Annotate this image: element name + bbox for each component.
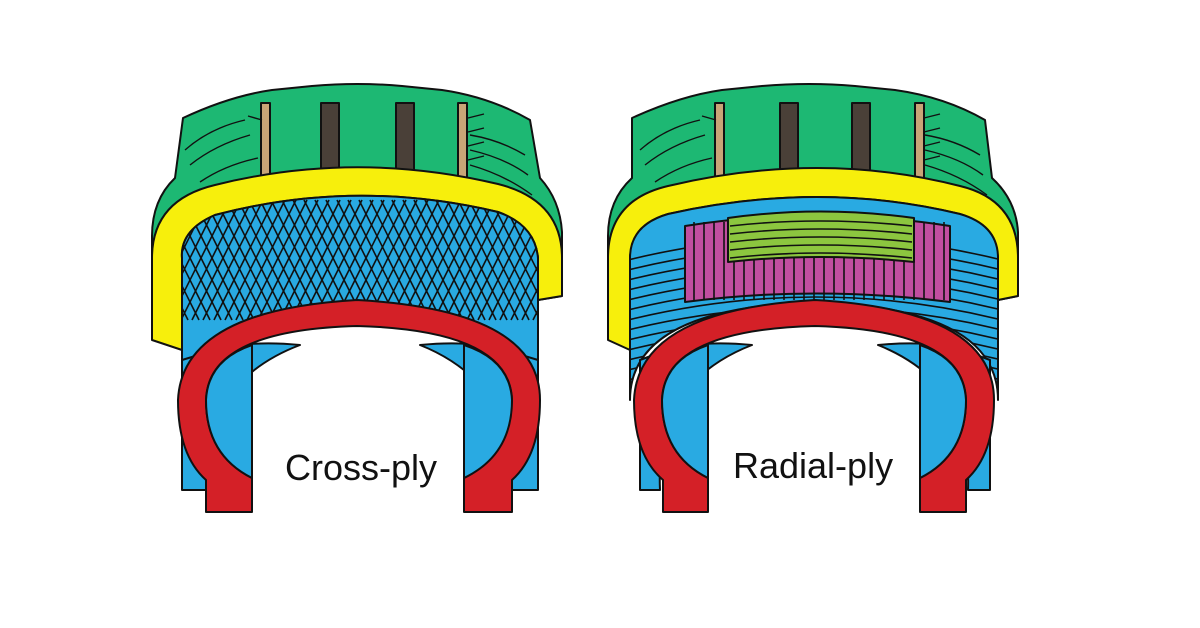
bias-cord <box>62 200 122 320</box>
bias-cord <box>281 199 343 321</box>
tread-groove <box>320 102 340 176</box>
bias-cord <box>336 199 398 321</box>
belt-cord <box>729 236 913 243</box>
radial-cord <box>630 296 998 323</box>
bias-cord <box>378 199 440 321</box>
bias-cord <box>435 199 497 321</box>
bias-cord <box>323 199 385 321</box>
bias-cord <box>29 200 89 320</box>
bias-cord <box>257 199 319 321</box>
bias-cord <box>181 199 211 321</box>
bias-cord <box>51 200 111 320</box>
bias-cord <box>71 200 131 320</box>
bias-cord <box>325 199 387 321</box>
bias-cord <box>555 200 615 320</box>
bias-cord <box>433 199 495 321</box>
tread-groove <box>395 102 415 176</box>
bias-cord <box>389 199 451 321</box>
bias-cord <box>93 200 153 320</box>
bias-cord <box>301 199 363 321</box>
bias-cord <box>358 199 420 321</box>
bias-cord <box>181 199 231 321</box>
tread-sipe <box>914 102 925 184</box>
bias-cord <box>215 199 277 321</box>
bias-cord <box>369 199 431 321</box>
bias-cord <box>0 200 45 320</box>
bias-cord <box>411 199 473 321</box>
bias-cord <box>490 199 538 321</box>
bias-cord <box>413 199 475 321</box>
bias-cord <box>224 199 286 321</box>
bias-cord <box>521 199 538 321</box>
bias-cord <box>0 200 12 320</box>
bias-cord <box>7 200 67 320</box>
belt-lines <box>729 220 913 259</box>
bias-cord <box>270 199 332 321</box>
bias-cord <box>73 200 133 320</box>
bias-cord <box>202 199 264 321</box>
bias-cord <box>268 199 330 321</box>
tread-groove <box>779 102 799 176</box>
bias-cord <box>457 199 519 321</box>
bias-cord <box>488 199 538 321</box>
bias-cord <box>181 199 200 321</box>
bias-cord <box>479 199 538 321</box>
belt-cord <box>729 244 913 251</box>
bias-cord <box>367 199 429 321</box>
bias-cord <box>18 200 78 320</box>
bias-cord <box>468 199 530 321</box>
bias-cord <box>82 200 142 320</box>
bias-cord <box>0 200 1 320</box>
bias-cord <box>347 199 409 321</box>
bias-cord <box>446 199 508 321</box>
belt-cord <box>729 252 913 259</box>
bias-cord <box>191 199 253 321</box>
bias-cord <box>510 199 538 321</box>
bias-cord <box>237 199 299 321</box>
bias-cord <box>0 200 34 320</box>
bias-cord <box>499 199 538 321</box>
belt-cord <box>729 228 913 235</box>
bias-cord <box>248 199 310 321</box>
bias-cord <box>226 199 288 321</box>
bias-cord <box>40 200 100 320</box>
tire-label: Radial-ply <box>733 445 893 486</box>
tire-label: Cross-ply <box>285 447 437 488</box>
bias-cord <box>95 200 155 320</box>
bias-cord <box>181 199 222 321</box>
bias-cord <box>501 199 538 321</box>
cross-ply-tire: Cross-ply <box>0 83 615 513</box>
bias-cord <box>246 199 308 321</box>
bias-cord <box>181 199 220 321</box>
tread-groove <box>851 102 871 176</box>
bias-cord <box>422 199 484 321</box>
bias-cord <box>424 199 486 321</box>
bias-cord <box>213 199 275 321</box>
bias-cord <box>444 199 506 321</box>
bias-cord <box>0 200 56 320</box>
bias-cord <box>402 199 464 321</box>
tread-sipe <box>714 102 725 182</box>
bias-cord <box>0 200 23 320</box>
bias-cord <box>400 199 462 321</box>
bias-cord <box>380 199 442 321</box>
bias-cord <box>181 199 242 321</box>
tread-sipe <box>260 102 271 182</box>
bias-cord <box>259 199 321 321</box>
radial-ply-tire: Radial-ply <box>607 83 1019 513</box>
bias-cord <box>84 200 144 320</box>
bias-cord <box>235 199 297 321</box>
belt-cord <box>729 220 913 227</box>
bias-cord <box>279 199 341 321</box>
tread-sipe <box>457 102 468 184</box>
bias-cord <box>204 199 266 321</box>
bias-cord <box>312 199 374 321</box>
bias-cord <box>391 199 453 321</box>
bias-cord <box>290 199 352 321</box>
bias-cord <box>455 199 517 321</box>
